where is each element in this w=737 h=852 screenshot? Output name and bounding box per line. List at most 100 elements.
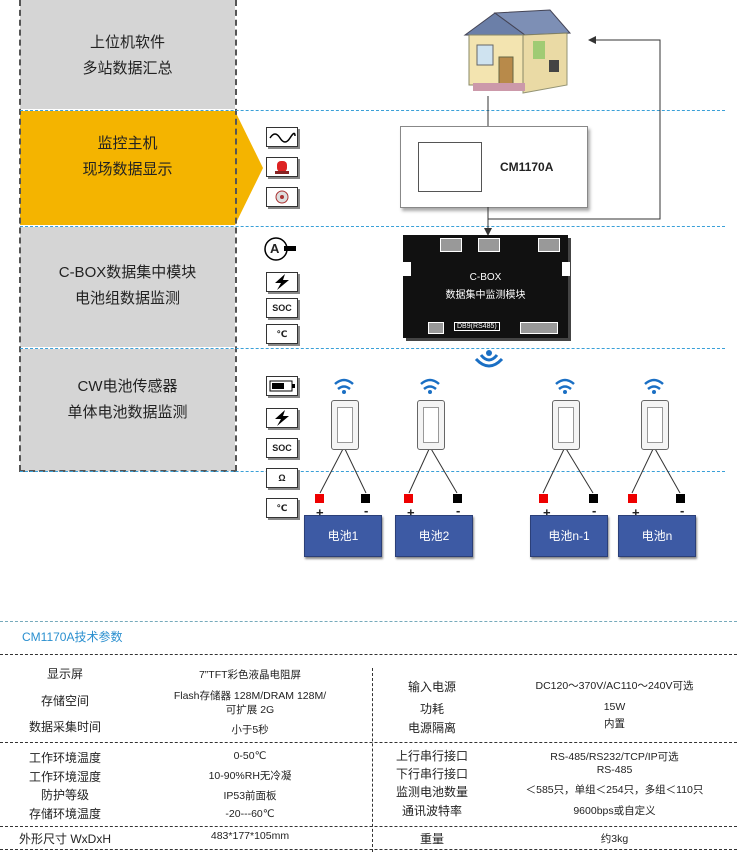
tier-cbox: C-BOX数据集中模块 电池组数据监测: [20, 227, 235, 347]
spec-left-key-1: 存储空间: [40, 694, 89, 708]
spec-right-val-1: 15W: [603, 701, 626, 713]
spec-left-key-5: 防护等级: [40, 788, 89, 802]
spec-right-key-3: 上行串行接口: [395, 749, 468, 763]
spec-left-key-7: 外形尺寸 WxDxH: [19, 832, 111, 846]
spec-right-val-2: 内置: [604, 718, 625, 730]
battery-3-neg-terminal: [589, 494, 598, 503]
spec-title: CM1170A技术参数: [22, 630, 123, 644]
battery-2-neg-terminal: [453, 494, 462, 503]
spec-right-val-7: 约3kg: [600, 833, 629, 845]
cbox-port-2: [478, 238, 500, 252]
spec-right-key-2: 电源隔离: [407, 721, 456, 735]
battery-n: 电池n: [618, 515, 696, 557]
temperature-icon: ℃: [266, 324, 298, 344]
cw-sensor-3: [552, 400, 580, 450]
spec-right-val-6: 9600bps或自定义: [573, 805, 656, 817]
spec-right-val-4: RS-485: [596, 764, 633, 776]
spec-right-key-0: 输入电源: [407, 680, 456, 694]
tier-cw-sensor: CW电池传感器 单体电池数据监测: [20, 349, 235, 471]
voltage-bolt-icon-2: [266, 408, 298, 428]
separator-4: [20, 471, 725, 472]
spec-left-val-1a: Flash存储器 128M/DRAM 128M/: [173, 690, 327, 702]
cbox-port-3: [538, 238, 560, 252]
spec-left-key-2: 数据采集时间: [28, 720, 101, 734]
cbox-port-5: [520, 322, 558, 334]
voltage-bolt-icon: [266, 272, 298, 292]
spec-left-key-4: 工作环境湿度: [28, 770, 101, 784]
spec-left-key-0: 显示屏: [46, 667, 83, 681]
spec-left-val-0: 7”TFT彩色液晶电阻屏: [198, 669, 302, 681]
battery-2-pos-terminal: [404, 494, 413, 503]
cbox-line2: 数据集中监测模块: [445, 290, 526, 301]
separator-3: [20, 348, 725, 349]
host-label: CM1170A: [500, 160, 554, 174]
spec-divider: [372, 668, 373, 852]
cbox-port-label: DB9(RS485): [454, 322, 500, 331]
current-clamp-label: A: [270, 241, 280, 256]
tier-4-line1: CW电池传感器: [77, 378, 178, 395]
cw-sensor-4: [641, 400, 669, 450]
battery-1-plus: +: [316, 505, 324, 520]
spec-rule-3: [0, 826, 737, 827]
cbox-port-4: [428, 322, 444, 334]
battery-2: 电池2: [395, 515, 473, 557]
tier-3-line2: 电池组数据监测: [74, 290, 180, 307]
spec-right-key-4: 下行串行接口: [395, 767, 468, 781]
battery-1: 电池1: [304, 515, 382, 557]
cbox-tab-right: [562, 262, 570, 276]
tier-border-right: [235, 0, 237, 471]
cbox-line1: C-BOX: [469, 272, 502, 283]
spec-left-key-6: 存储环境温度: [28, 807, 101, 821]
host-screen: [418, 142, 482, 192]
cbox-tab-left: [403, 262, 411, 276]
tier-host-software: 上位机软件 多站数据汇总: [20, 0, 235, 109]
battery-1-minus: -: [364, 503, 369, 518]
spec-left-val-3: 0-50℃: [233, 750, 267, 762]
alarm-light-icon: [266, 157, 298, 177]
separator-1: [20, 110, 725, 111]
spec-top-rule: [0, 621, 737, 622]
battery-4-plus: +: [632, 505, 640, 520]
spec-left-val-7: 483*177*105mm: [210, 830, 290, 842]
speaker-icon: [266, 187, 298, 207]
spec-right-val-3: RS-485/RS232/TCP/IP可选: [550, 751, 679, 763]
battery-2-plus: +: [407, 505, 415, 520]
battery-4-minus: -: [680, 503, 685, 518]
spec-rule-1: [0, 654, 737, 655]
resistance-icon: Ω: [266, 468, 298, 488]
soc-icon: SOC: [266, 298, 298, 318]
cw-sensor-2: [417, 400, 445, 450]
temperature-icon-2: ℃: [266, 498, 298, 518]
tier-2-arrow: [235, 111, 263, 225]
battery-level-icon: [266, 376, 298, 396]
tier-2-line1: 监控主机: [97, 135, 158, 152]
tier-4-line2: 单体电池数据监测: [67, 404, 188, 421]
connection-lines: [484, 36, 661, 236]
spec-left-val-5: IP53前面板: [223, 790, 277, 802]
battery-3-minus: -: [592, 503, 597, 518]
separator-2: [20, 226, 725, 227]
tier-2-line2: 现场数据显示: [82, 161, 173, 178]
spec-left-val-6: -20---60℃: [225, 808, 275, 820]
battery-2-minus: -: [456, 503, 461, 518]
spec-rule-2: [0, 742, 737, 743]
spec-right-key-7: 重量: [419, 832, 444, 846]
battery-n-1: 电池n-1: [530, 515, 608, 557]
spec-rule-4: [0, 849, 737, 850]
battery-4-pos-terminal: [628, 494, 637, 503]
cw-sensor-1: [331, 400, 359, 450]
battery-3-plus: +: [543, 505, 551, 520]
house-icon: [463, 9, 572, 94]
tier-1-line1: 上位机软件: [89, 34, 165, 51]
battery-4-neg-terminal: [676, 494, 685, 503]
cbox-device: [403, 235, 568, 338]
tier-monitor-host: 监控主机 现场数据显示: [20, 111, 235, 225]
spec-left-val-2: 小于5秒: [231, 724, 269, 736]
battery-1-neg-terminal: [361, 494, 370, 503]
sensor-wiring: [319, 378, 681, 494]
tier-border-left: [19, 0, 21, 471]
battery-3-pos-terminal: [539, 494, 548, 503]
battery-1-pos-terminal: [315, 494, 324, 503]
waveform-icon: [266, 127, 298, 147]
current-clamp-icon: A: [264, 236, 298, 262]
